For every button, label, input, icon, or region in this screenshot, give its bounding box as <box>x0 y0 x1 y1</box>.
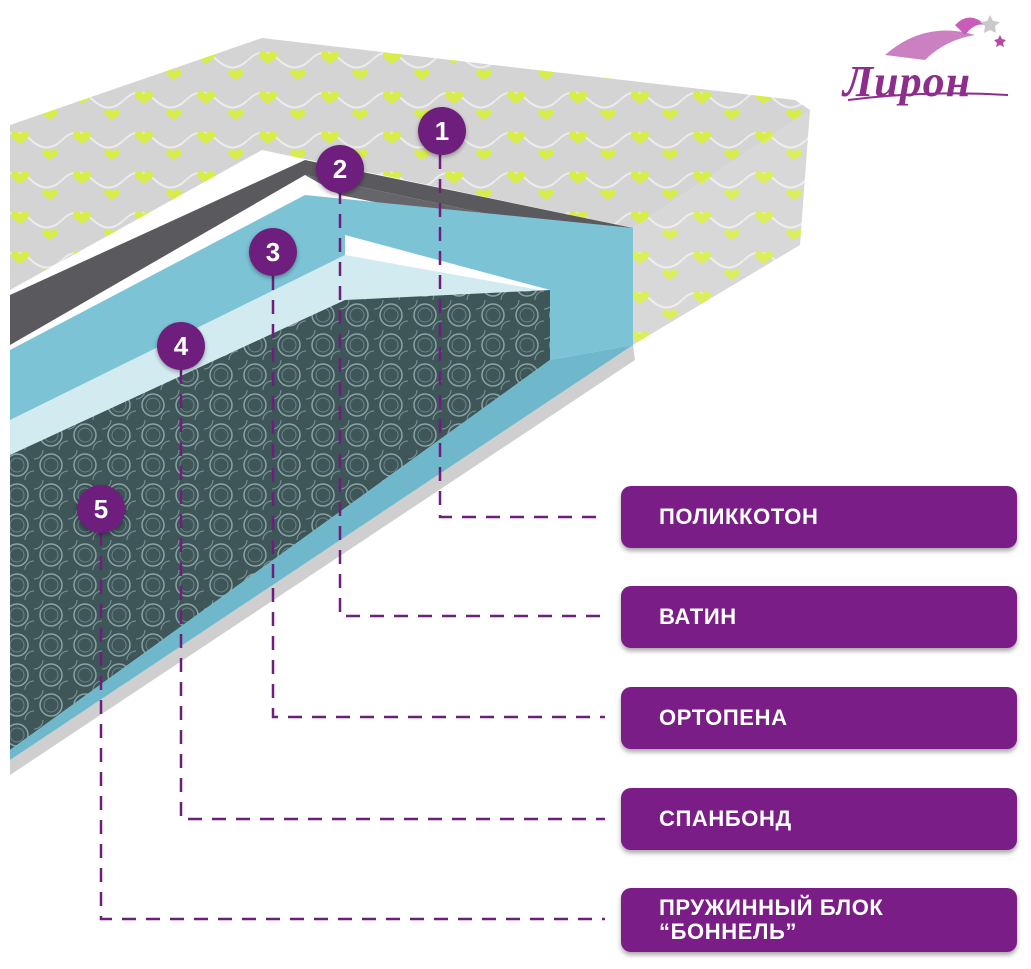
layer-label-4: СПАНБОНД <box>621 788 1017 850</box>
layer-label-3: ОРТОПЕНА <box>621 687 1017 749</box>
layer-badge-4: 4 <box>157 322 205 370</box>
layer-label-4-text: СПАНБОНД <box>659 806 792 831</box>
spring-block <box>10 290 550 750</box>
layer-badge-5: 5 <box>77 485 125 533</box>
fabric-top <box>10 38 810 290</box>
layer-label-1: ПОЛИККОТОН <box>621 486 1017 548</box>
batting-layer <box>10 160 633 345</box>
layer-label-1-text: ПОЛИККОТОН <box>659 504 819 529</box>
layer-badge-2: 2 <box>316 145 364 193</box>
leader-line-5 <box>99 532 605 921</box>
fabric-bottom-edge <box>10 345 635 775</box>
leader-line-4 <box>179 370 605 821</box>
leader-lines <box>99 155 605 921</box>
logo-emblem <box>847 15 1009 101</box>
fabric-side <box>633 110 810 345</box>
layer-badge-1: 1 <box>418 107 466 155</box>
layer-label-5-text: ПРУЖИННЫЙ БЛОК “БОННЕЛЬ” <box>659 895 884 944</box>
leader-line-2 <box>338 190 605 618</box>
brand-logo: Лирон <box>843 57 972 106</box>
layer-label-2: ВАТИН <box>621 586 1017 648</box>
leader-line-3 <box>271 276 605 719</box>
foam-bottom <box>10 345 633 760</box>
layer-badge-3: 3 <box>249 228 297 276</box>
foam-layer <box>10 195 633 420</box>
layer-label-3-text: ОРТОПЕНА <box>659 705 788 730</box>
layer-label-5: ПРУЖИННЫЙ БЛОК “БОННЕЛЬ” <box>621 888 1017 952</box>
leader-line-1 <box>438 155 605 519</box>
layer-label-2-text: ВАТИН <box>659 604 737 629</box>
